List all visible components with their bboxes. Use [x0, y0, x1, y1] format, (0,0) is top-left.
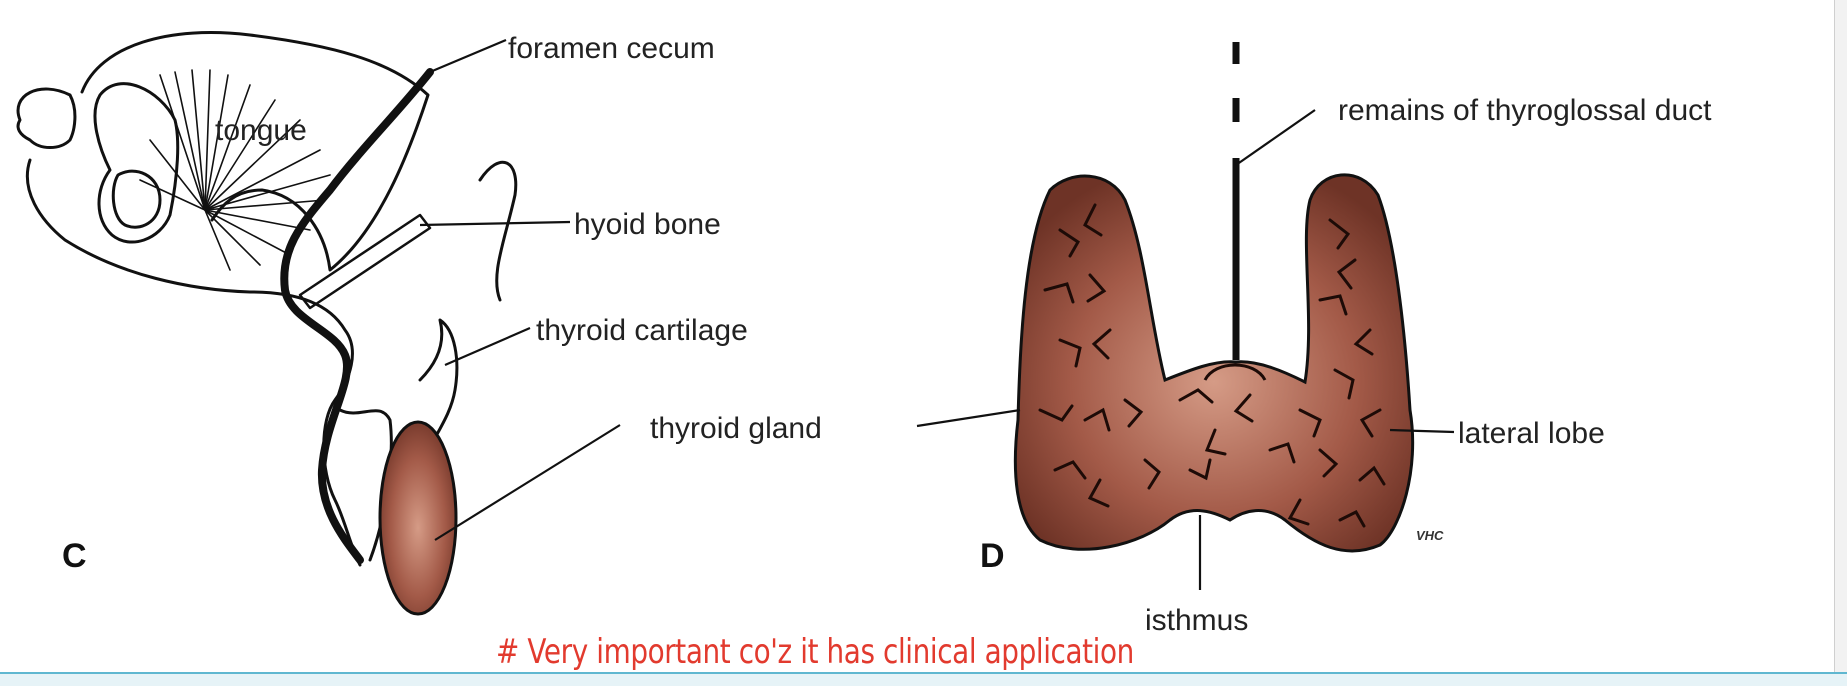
hyoid-bone-shape [300, 215, 430, 308]
lip-outline [18, 89, 75, 147]
thyroid-gland-c [380, 422, 456, 614]
label-thyroid-gland: thyroid gland [650, 412, 822, 445]
thyroid-gland-d [1015, 175, 1412, 551]
label-lateral-lobe: lateral lobe [1458, 417, 1605, 450]
label-remains-of-thyroglossal-duct: remains of thyroglossal duct [1338, 94, 1712, 127]
label-thyroid-cartilage: thyroid cartilage [536, 314, 748, 347]
panel-letter-d: D [980, 537, 1005, 575]
label-hyoid-bone: hyoid bone [574, 208, 721, 241]
tongue-inner [113, 171, 160, 227]
epiglottis-outline [480, 162, 516, 300]
right-scrollbar[interactable] [1834, 0, 1847, 672]
tongue-fibers [140, 70, 330, 270]
tongue-outline [95, 84, 178, 242]
label-tongue: tongue [215, 114, 307, 147]
artist-signature: VHC [1416, 528, 1444, 543]
label-isthmus: isthmus [1145, 604, 1248, 637]
panel-letter-c: C [62, 537, 87, 575]
label-foramen-cecum: foramen cecum [508, 32, 715, 65]
palate-outline [82, 32, 428, 270]
